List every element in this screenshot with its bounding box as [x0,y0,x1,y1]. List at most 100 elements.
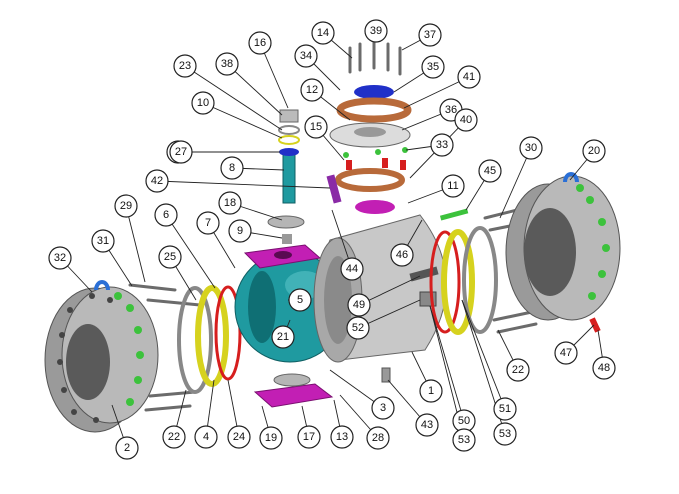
callout-number: 11 [447,180,458,192]
callout-circle [297,425,321,449]
callout-number: 53 [499,428,511,440]
callout-14: 14 [311,21,335,45]
callout-circle [457,65,481,89]
leader-line-30 [499,147,532,219]
callout-number: 35 [427,61,439,73]
callout-circle [478,159,502,183]
callout-34: 34 [294,44,318,68]
callout-18: 18 [218,191,242,215]
callout-number: 5 [297,294,303,306]
callout-circle [220,156,244,180]
leader-line-29 [125,205,146,283]
callout-39: 39 [364,19,388,43]
callout-circle [91,229,115,253]
callout-44: 44 [340,257,364,281]
bottom-trunnion-plate [253,373,334,408]
callout-number: 7 [205,217,211,229]
callout-number: 24 [233,431,245,443]
callout-19: 19 [259,426,283,450]
callout-circle [196,211,220,235]
callout-12: 12 [300,78,324,102]
callout-circle [419,379,443,403]
callout-9: 9 [228,219,252,243]
callout-53: 53 [493,422,517,446]
callout-number: 30 [525,142,537,154]
callout-circle [347,293,371,317]
callout-circle [454,108,478,132]
callout-33: 33 [430,133,454,157]
callout-number: 34 [300,50,312,62]
callout-number: 47 [560,347,572,359]
callout-circle [430,133,454,157]
callout-41: 41 [457,65,481,89]
callout-circle [228,219,252,243]
callout-circle [346,316,370,340]
callout-48: 48 [592,356,616,380]
callout-number: 49 [353,299,365,311]
callout-circle [154,203,178,227]
callout-13: 13 [330,425,354,449]
left-flange-green-nuts [114,292,144,406]
callout-6: 6 [154,203,178,227]
callout-circle [114,194,138,218]
callout-number: 37 [424,29,436,41]
callout-number: 15 [310,121,322,133]
callout-46: 46 [390,243,414,267]
callout-circle [271,325,295,349]
left-seat-retainer [177,285,242,394]
bonnet-green-washers [343,147,408,158]
callout-31: 31 [91,229,115,253]
callout-2: 2 [115,436,139,460]
bonnet-red-nuts [346,158,406,170]
callout-number: 23 [179,60,191,72]
callout-circle [248,31,272,55]
left-end-flange [44,280,159,433]
callout-number: 36 [445,104,457,116]
callout-28: 28 [366,426,390,450]
callout-circle [311,21,335,45]
callout-25: 25 [158,245,182,269]
callout-number: 18 [224,197,236,209]
leader-line-41 [403,76,470,109]
callout-circle [519,136,543,160]
callout-27: 27 [169,140,193,164]
drain-plug [381,367,391,383]
callout-number: 19 [265,432,277,444]
callout-number: 29 [120,200,132,212]
callout-51: 51 [493,397,517,421]
callout-circle [592,356,616,380]
callout-40: 40 [454,108,478,132]
right-lifting-eye [563,172,579,183]
callout-circle [115,436,139,460]
callout-43: 43 [415,413,439,437]
callout-circle [421,55,445,79]
callout-number: 8 [229,162,235,174]
callout-number: 50 [458,415,470,427]
callout-circle [441,174,465,198]
callout-number: 21 [277,331,289,343]
callout-number: 12 [306,84,318,96]
callout-number: 39 [370,25,382,37]
stem [278,109,300,204]
callout-number: 27 [175,146,187,158]
callout-circle [194,425,218,449]
callout-number: 9 [237,225,243,237]
callout-number: 4 [203,431,209,443]
callout-number: 13 [336,431,348,443]
right-seat-retainer [429,226,498,335]
callout-circle [554,341,578,365]
callout-circle [158,245,182,269]
callout-number: 2 [124,442,130,454]
callout-circle [371,396,395,420]
callout-number: 1 [428,385,434,397]
callout-circle [48,246,72,270]
callout-circle [390,243,414,267]
callout-circle [364,19,388,43]
callout-number: 22 [168,431,180,443]
leader-line-23 [184,65,283,131]
callout-labels: 1234567891011121314151617181920212222232… [48,19,616,460]
leader-line-6 [165,214,216,289]
callout-38: 38 [215,52,239,76]
stem-key [326,174,342,204]
callout-circle [294,44,318,68]
